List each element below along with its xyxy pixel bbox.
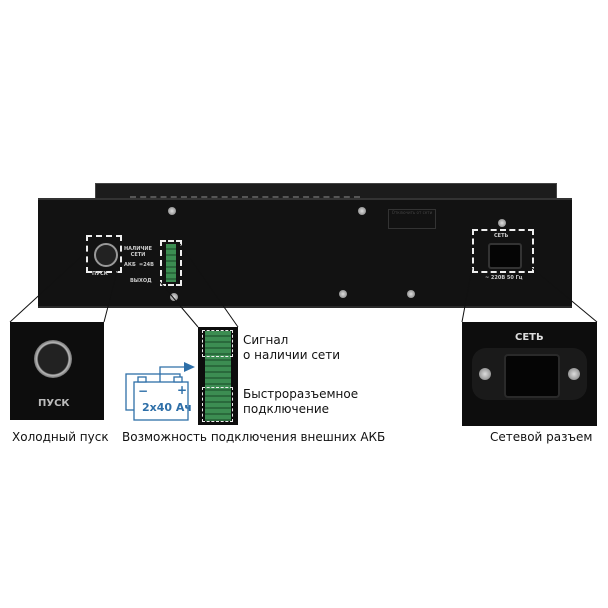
terminal-block <box>166 244 176 282</box>
quick-line1: Быстроразъемное <box>243 387 359 401</box>
screw <box>498 219 506 227</box>
mains-socket-highlight: СЕТЬ <box>472 229 534 273</box>
mains-label: СЕТЬ <box>494 233 509 239</box>
mains-presence-label: НАЛИЧИЕ СЕТИ <box>124 246 153 258</box>
signal-callout: Сигнал о наличии сети <box>243 333 340 363</box>
cold-start-inset: ПУСК <box>10 322 104 420</box>
terminal-closeup <box>205 331 231 421</box>
mains-socket[interactable] <box>488 243 522 269</box>
battery-plus: + <box>177 383 188 397</box>
cold-start-caption: Холодный пуск <box>12 430 109 444</box>
mains-inset: СЕТЬ <box>462 322 597 426</box>
signal-line2: о наличии сети <box>243 348 341 362</box>
screw <box>168 207 176 215</box>
screw <box>568 368 580 380</box>
device-rear-panel <box>38 198 572 308</box>
start-inset-label: ПУСК <box>38 398 70 409</box>
quick-connect-highlight <box>202 387 233 422</box>
voltage-label: =24В <box>139 262 154 268</box>
iec-socket-closeup <box>504 354 560 398</box>
screw <box>479 368 491 380</box>
screw <box>358 207 366 215</box>
start-button[interactable] <box>94 243 118 267</box>
quick-line2: подключение <box>243 402 330 416</box>
battery-icon <box>125 362 195 421</box>
battery-minus: − <box>138 384 149 398</box>
battery-label: АКБ <box>124 262 136 268</box>
ventilation-slots <box>130 196 360 201</box>
signal-line1: Сигнал <box>243 333 289 347</box>
mains-inset-label: СЕТЬ <box>515 332 544 343</box>
signal-highlight <box>202 330 233 357</box>
battery-capacity: 2х40 Ач <box>142 401 192 414</box>
output-label: ВЫХОД <box>130 278 152 284</box>
screw <box>407 290 415 298</box>
screw <box>339 290 347 298</box>
warning-sticker: Отключить от сети <box>388 209 436 229</box>
start-button-highlight <box>86 235 122 273</box>
terminal-highlight <box>160 240 182 286</box>
quick-connect-callout: Быстроразъемное подключение <box>243 387 358 417</box>
terminal-inset <box>198 327 238 425</box>
battery-caption: Возможность подключения внешних АКБ <box>122 430 386 444</box>
start-label: ПУСК <box>92 271 108 277</box>
mains-rating: ~ 220В 50 Гц <box>485 275 523 281</box>
start-button-closeup <box>34 340 72 378</box>
screw <box>170 293 178 301</box>
mains-caption: Сетевой разъем <box>490 430 593 444</box>
